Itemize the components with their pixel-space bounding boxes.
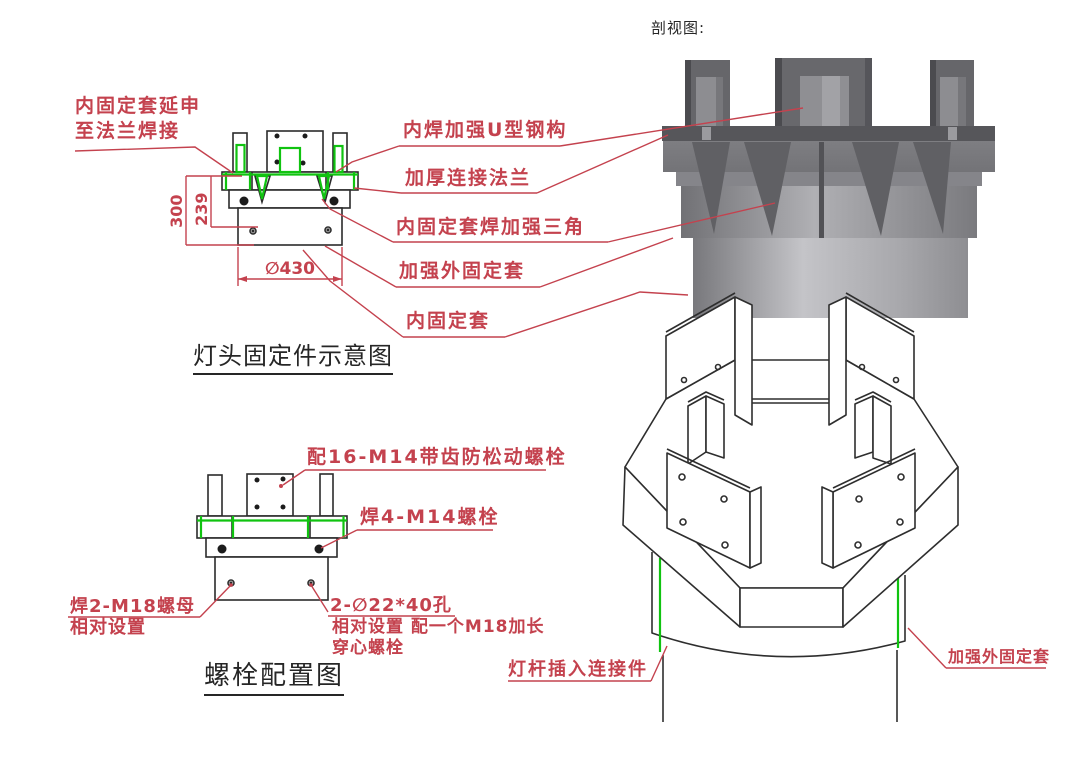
bolt-drawing (196, 473, 348, 601)
callout-lock-bolts: 配16-M14带齿防松动螺栓 (307, 446, 567, 468)
iso-leaders (508, 627, 1046, 682)
callout-weld-nuts: 焊2-M18螺母 (70, 596, 195, 617)
section-render (662, 58, 995, 318)
lamp-head-green-highlights (222, 143, 358, 200)
callout-flange: 加厚连接法兰 (405, 167, 532, 189)
callout-gusset: 内固定套焊加强三角 (396, 216, 586, 238)
dim-diameter-430: ∅430 (264, 259, 316, 279)
note-inner-sleeve-extend-line2: 至法兰焊接 (75, 120, 181, 142)
callout-holes-note1: 相对设置 配一个M18加长 (332, 617, 545, 637)
bolt-green-highlights (197, 516, 347, 538)
lamp-head-dimensions (185, 175, 343, 286)
callout-iso-outer-sleeve: 加强外固定套 (948, 647, 1051, 666)
callout-pole-insert: 灯杆插入连接件 (508, 659, 648, 680)
bolt-config-diagram-title: 螺栓配置图 (204, 661, 345, 696)
section-view-title: 剖视图: (651, 19, 706, 37)
lamp-head-diagram-title: 灯头固定件示意图 (193, 342, 393, 375)
iso-wireframe (622, 292, 959, 722)
callout-weld-nuts-note: 相对设置 (70, 617, 146, 638)
dim-300: 300 (166, 194, 186, 228)
callout-leaders (74, 107, 804, 338)
callout-holes-note2: 穿心螺栓 (332, 638, 404, 658)
callout-u-steel: 内焊加强U型钢构 (403, 119, 568, 141)
bolt-leaders (68, 469, 546, 618)
callout-outer-sleeve: 加强外固定套 (399, 260, 526, 282)
dim-239: 239 (191, 192, 211, 226)
callout-holes: 2-∅22*40孔 (330, 595, 452, 616)
callout-weld-bolts: 焊4-M14螺栓 (360, 506, 500, 528)
callout-inner-sleeve: 内固定套 (406, 310, 491, 332)
note-inner-sleeve-extend-line1: 内固定套延申 (75, 95, 202, 117)
